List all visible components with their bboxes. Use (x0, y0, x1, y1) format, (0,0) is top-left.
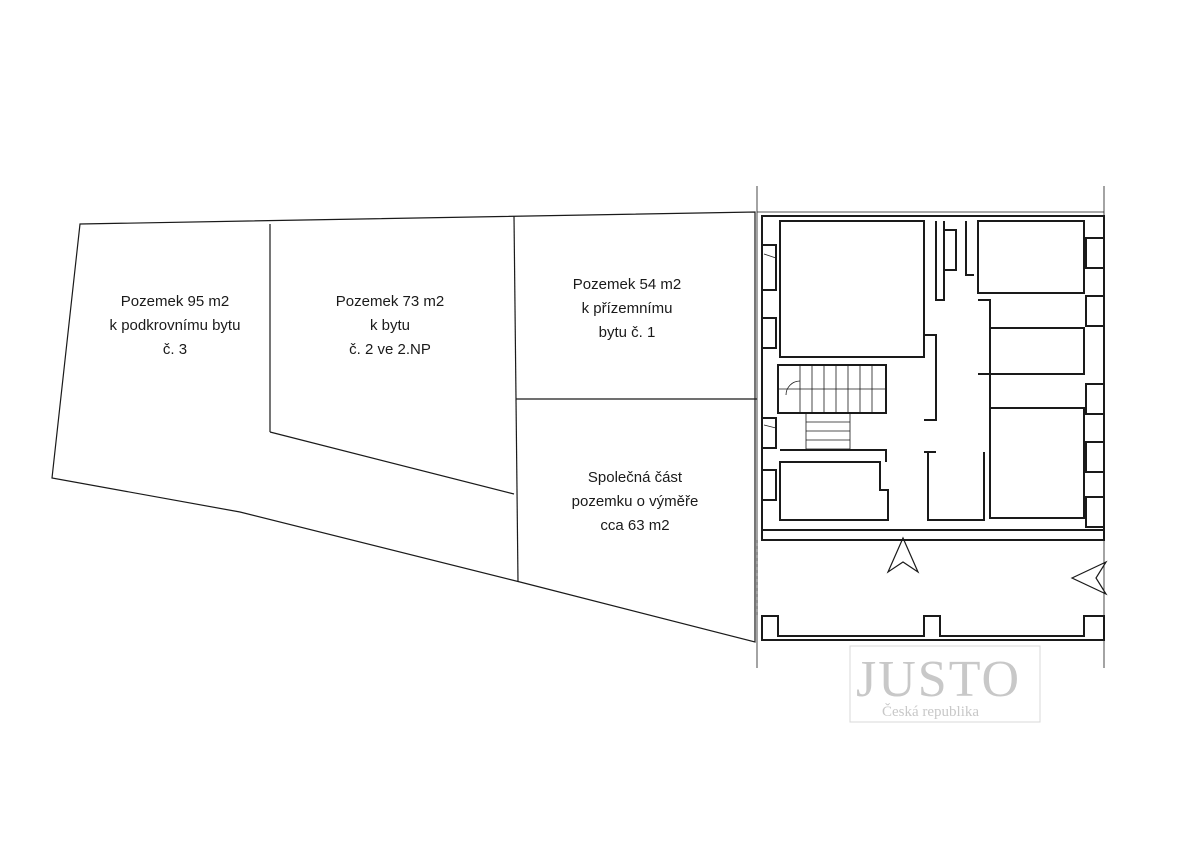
north-arrow-icon (886, 536, 920, 574)
svg-text:č. 2 ve 2.NP: č. 2 ve 2.NP (349, 341, 431, 358)
svg-text:k přízemnímu: k přízemnímu (582, 300, 673, 317)
svg-text:k podkrovnímu bytu: k podkrovnímu bytu (110, 317, 241, 334)
svg-text:bytu č. 1: bytu č. 1 (599, 324, 656, 341)
parcel-divider-2 (269, 431, 515, 495)
svg-text:Pozemek 73 m2: Pozemek 73 m2 (336, 293, 444, 310)
svg-text:cca 63 m2: cca 63 m2 (600, 517, 669, 534)
svg-text:Pozemek 95 m2: Pozemek 95 m2 (121, 293, 229, 310)
svg-text:Česká republika: Česká republika (882, 703, 979, 720)
parcel-label-common: Společná část pozemku o výměře cca 63 m2 (572, 469, 699, 534)
svg-text:č. 3: č. 3 (163, 341, 187, 358)
site-boundary (51, 211, 756, 643)
parcel-label-73: Pozemek 73 m2 k bytu č. 2 ve 2.NP (336, 293, 444, 358)
svg-text:Pozemek 54 m2: Pozemek 54 m2 (573, 276, 681, 293)
parcel-label-95: Pozemek 95 m2 k podkrovnímu bytu č. 3 (110, 293, 241, 358)
svg-text:k bytu: k bytu (370, 317, 410, 334)
justo-watermark: JUSTO Česká republika (849, 645, 1041, 723)
parcel-outlines (51, 211, 757, 643)
svg-text:Společná část: Společná část (588, 469, 683, 486)
parcel-label-54: Pozemek 54 m2 k přízemnímu bytu č. 1 (573, 276, 681, 341)
staircase (777, 364, 887, 462)
west-arrow-icon (1070, 560, 1108, 596)
building-plan (756, 186, 1105, 668)
svg-text:JUSTO: JUSTO (856, 651, 1021, 708)
svg-text:pozemku o výměře: pozemku o výměře (572, 493, 699, 510)
